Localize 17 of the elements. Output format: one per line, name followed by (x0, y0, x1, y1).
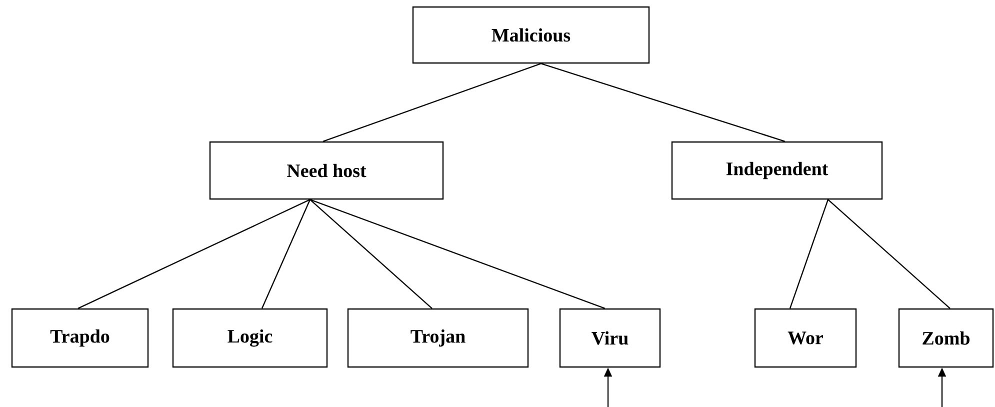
category-box: Trapdo (11, 308, 149, 368)
connector-line (310, 199, 606, 309)
connector-line (78, 199, 310, 309)
category-box: Wor (754, 308, 857, 368)
category-box: Malicious (412, 6, 650, 64)
category-box: Need host (209, 141, 444, 200)
connector-line (261, 199, 311, 309)
category-box: Trojan (347, 308, 529, 368)
category-box: Logic (172, 308, 328, 368)
connector-line (540, 63, 786, 142)
category-box: Zomb (898, 308, 994, 368)
connector-line (310, 199, 432, 309)
connector-line (828, 199, 950, 309)
connector-line (322, 63, 542, 142)
category-box: Independent (671, 141, 883, 200)
connector-line (789, 199, 829, 309)
category-box: Viru (559, 308, 661, 368)
